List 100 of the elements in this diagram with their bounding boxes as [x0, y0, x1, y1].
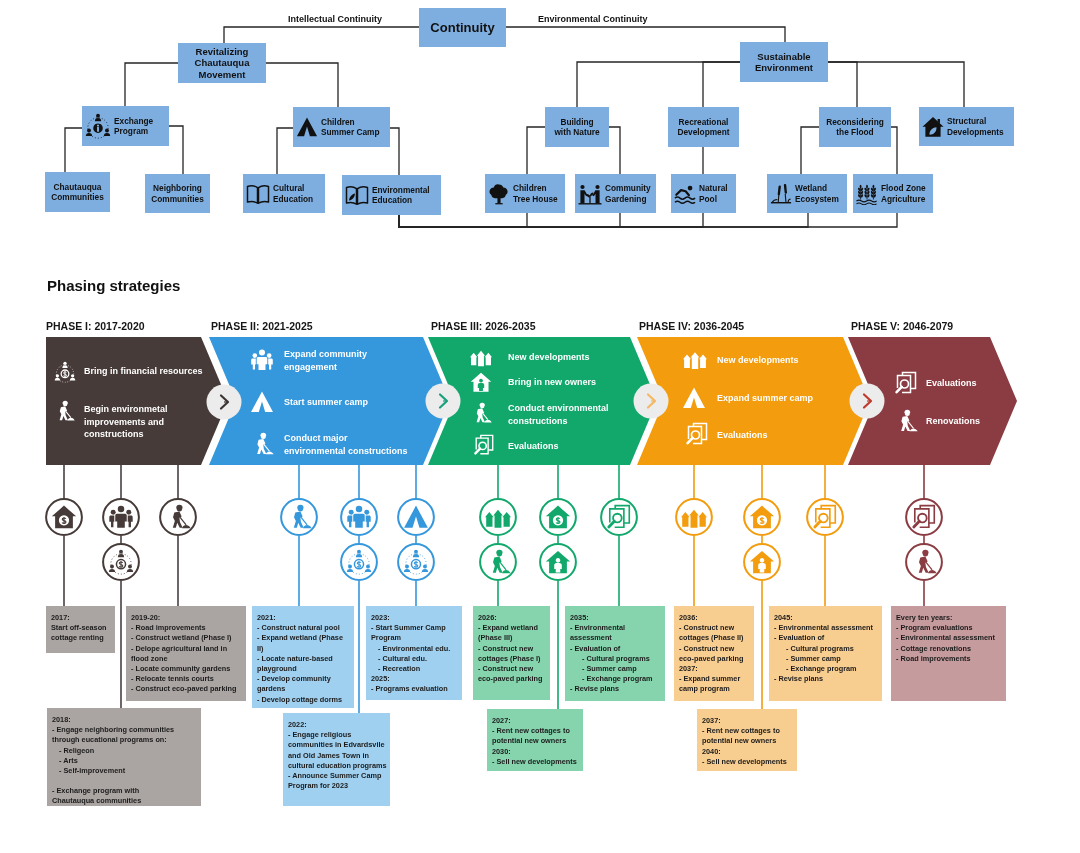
connector-line [923, 535, 925, 544]
tent-icon [397, 498, 435, 536]
next-arrow [862, 393, 873, 409]
topic-label: Neighboring Communities [150, 183, 205, 204]
houses-icon [675, 498, 713, 536]
topic-box [919, 107, 1014, 146]
document-search-icon [806, 498, 844, 536]
phase-action: Bring in new owners [508, 376, 597, 389]
topic-label: Community Gardening [605, 183, 652, 204]
connector-line [389, 127, 400, 176]
topic-label: Environmental Education [372, 184, 431, 206]
connector-line [505, 26, 786, 43]
connector-line [800, 126, 820, 175]
topic-box [575, 174, 656, 213]
connector-line [358, 464, 360, 499]
worker-icon [280, 498, 318, 536]
topic-label: Structural Developments [947, 116, 1005, 137]
connector-line [415, 580, 417, 607]
phase-action: New developments [508, 351, 591, 364]
phase-heading: PHASE IV: 2036-2045 [639, 319, 745, 333]
connector-line [124, 62, 179, 107]
phase-action: Renovations [926, 415, 981, 428]
connector-line [63, 535, 65, 607]
connector-line [608, 126, 621, 175]
note-card [487, 709, 583, 771]
note-card [283, 713, 390, 806]
phase-action: Evaluations [717, 429, 769, 442]
edge-label: Intellectual Continuity [286, 14, 384, 25]
document-search-icon [600, 498, 638, 536]
connector-line [63, 464, 65, 499]
connector-line [827, 61, 965, 108]
note-card [126, 606, 246, 701]
phase-action: Evaluations [508, 440, 560, 453]
note-card [697, 709, 797, 771]
connector-line [557, 535, 559, 544]
connector-line [120, 464, 122, 499]
worker-icon [479, 543, 517, 581]
phase-action: New developments [717, 354, 800, 367]
connector-line [120, 535, 122, 544]
topic-box [178, 43, 266, 83]
topic-box [342, 175, 441, 215]
connector-line [358, 580, 360, 714]
house-dollar-icon [45, 498, 83, 536]
topic-label: Recreational Development [676, 116, 731, 138]
connector-line [358, 535, 360, 544]
next-arrow [219, 394, 230, 410]
connector-line [177, 464, 179, 499]
connector-line [223, 26, 420, 44]
connector-line [890, 126, 898, 175]
family-icon [102, 498, 140, 536]
connector-line [168, 125, 184, 175]
family-icon [340, 498, 378, 536]
connector-line [276, 127, 294, 175]
connector-line [64, 127, 83, 173]
connector-line [497, 580, 499, 607]
note-card [46, 606, 115, 653]
edge-label: Environmental Continuity [536, 14, 650, 25]
connector-line [298, 464, 300, 499]
connector-line [702, 61, 741, 108]
topic-box [819, 107, 891, 147]
phase-action: Evaluations [926, 377, 978, 390]
topic-label: Continuity [430, 19, 495, 36]
connector-line [761, 535, 763, 544]
topic-label: Sustainable Environment [753, 50, 815, 74]
topic-box [485, 174, 565, 213]
note-card [252, 606, 354, 708]
topic-box [419, 8, 506, 47]
connector-line [557, 580, 559, 710]
phase-action: Bring in financial resources [84, 365, 204, 378]
next-arrow [646, 393, 657, 409]
connector-line [415, 464, 417, 499]
note-card [674, 606, 754, 701]
worker-icon [159, 498, 197, 536]
topic-label: Natural Pool [699, 183, 729, 204]
topic-box [82, 106, 169, 146]
phase-action: Expand community engagement [284, 348, 368, 373]
topic-label: Revitalizing Chautauqua Movement [193, 45, 251, 81]
document-search-icon [905, 498, 943, 536]
topic-label: Children Summer Camp [321, 116, 381, 138]
house-dollar-icon [743, 498, 781, 536]
topic-label: Children Tree House [513, 183, 559, 204]
people-dollar-icon [340, 543, 378, 581]
note-card [891, 606, 1006, 701]
connector-line [526, 126, 546, 175]
topic-label: Flood Zone Agriculture [881, 183, 927, 204]
connector-line [177, 535, 179, 607]
topic-box [767, 174, 847, 213]
connector-line [923, 580, 925, 607]
connector-line [298, 535, 300, 607]
connector-line [923, 464, 925, 499]
connector-line [618, 464, 620, 499]
topic-box [668, 107, 739, 147]
phase-action: Conduct major environmental constructions [284, 432, 409, 457]
people-dollar-icon [102, 543, 140, 581]
phase-heading: PHASE III: 2026-2035 [431, 319, 536, 333]
connector-line [761, 580, 763, 710]
note-card [47, 708, 201, 806]
connector-line [761, 464, 763, 499]
topic-label: Wetland Ecosystem [795, 183, 840, 204]
note-card [565, 606, 665, 701]
